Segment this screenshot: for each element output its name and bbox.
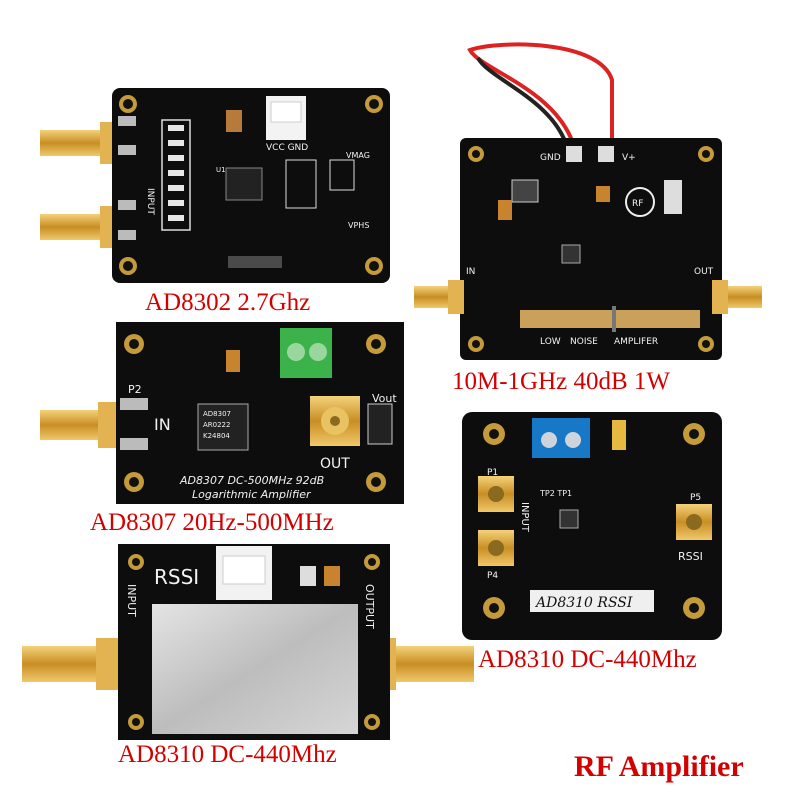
- in-label: IN: [466, 267, 475, 277]
- rf-label: RF: [632, 199, 643, 209]
- noise-label: NOISE: [570, 337, 598, 347]
- p4-label: P4: [487, 571, 498, 581]
- chip-label: U1: [216, 166, 226, 174]
- chip-marking-2: AR0222: [203, 421, 230, 429]
- caption-ad8310-left: AD8310 DC-440Mhz: [118, 741, 337, 768]
- low-label: LOW: [540, 337, 561, 347]
- caption-lna: 10M-1GHz 40dB 1W: [452, 368, 671, 395]
- caption-ad8310-right: AD8310 DC-440Mhz: [478, 646, 697, 673]
- input-label: INPUT: [145, 188, 155, 215]
- chip-marking-3: K24804: [203, 432, 230, 440]
- p2-label: P2: [128, 383, 142, 396]
- p5-label: P5: [690, 493, 701, 503]
- vmag-label: VMAG: [346, 151, 370, 160]
- title-label: AD8310 RSSI: [534, 595, 633, 611]
- input-label: INPUT: [519, 502, 530, 533]
- chip-marking-1: AD8307: [203, 410, 231, 418]
- tp-label: TP2 TP1: [539, 489, 572, 498]
- vcc-gnd-label: VCC GND: [266, 143, 308, 153]
- amplifier-label: AMPLIFER: [614, 337, 658, 347]
- board-line-2: Logarithmic Amplifier: [192, 488, 312, 501]
- in-label: IN: [154, 415, 171, 434]
- input-label: INPUT: [125, 584, 138, 617]
- sma-connector: [40, 122, 122, 164]
- output-label: OUTPUT: [363, 584, 376, 629]
- vplus-label: V+: [622, 153, 636, 163]
- gnd-label: GND: [540, 153, 561, 163]
- out-label: OUT: [694, 267, 714, 277]
- vout-label: Vout: [372, 392, 397, 405]
- caption-ad8302: AD8302 2.7Ghz: [145, 289, 311, 316]
- vphs-label: VPHS: [348, 221, 369, 230]
- board-line-1: AD8307 DC-500MHz 92dB: [179, 474, 324, 487]
- rssi-label: RSSI: [154, 565, 199, 589]
- out-label: OUT: [320, 456, 350, 472]
- rssi-label: RSSI: [678, 550, 703, 563]
- caption-ad8307: AD8307 20Hz-500MHz: [90, 509, 334, 536]
- p1-label: P1: [487, 468, 498, 478]
- footer-title: RF Amplifier: [574, 750, 744, 783]
